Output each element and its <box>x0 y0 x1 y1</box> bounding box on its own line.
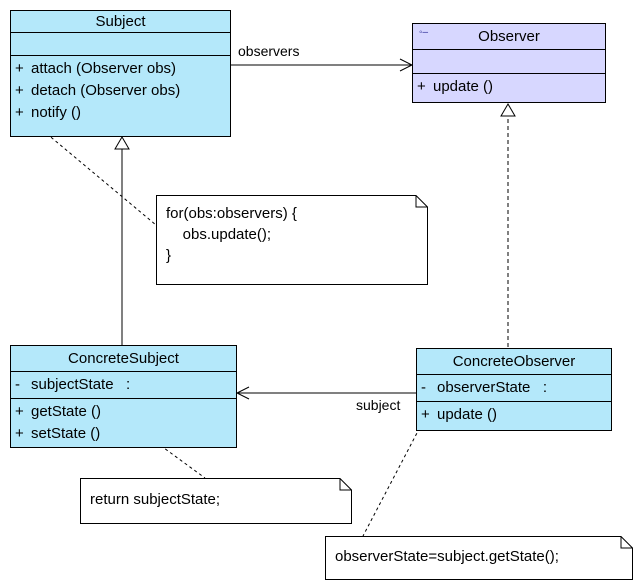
hollow-triangle-icon <box>114 136 130 150</box>
label-observers: observers <box>238 43 300 59</box>
note-anchor-update <box>362 411 429 537</box>
class-subject[interactable]: Subject +attach (Observer obs) +detach (… <box>10 10 231 137</box>
attributes-compartment <box>413 50 605 74</box>
method-row: +detach (Observer obs) <box>15 82 181 99</box>
methods-compartment: +update () <box>417 402 611 430</box>
note-notify: for(obs:observers) { obs.update(); } <box>156 195 428 285</box>
note-line: observerState=subject.getState(); <box>335 548 559 565</box>
methods-compartment: +update () <box>413 74 605 102</box>
note-line: for(obs:observers) { <box>166 205 297 222</box>
attributes-compartment <box>11 33 230 56</box>
method-row: +setState () <box>15 425 101 442</box>
attribute-row: -observerState : <box>421 379 548 396</box>
class-name: ConcreteSubject <box>11 346 236 372</box>
note-getstate: return subjectState; <box>80 478 352 524</box>
note-update: observerState=subject.getState(); <box>325 536 633 580</box>
attribute-row: -subjectState : <box>15 376 131 393</box>
class-concrete-observer[interactable]: ConcreteObserver -observerState : +updat… <box>416 348 612 431</box>
method-row: +attach (Observer obs) <box>15 60 177 77</box>
note-line: return subjectState; <box>90 491 221 508</box>
attributes-compartment: -subjectState : <box>11 372 236 399</box>
note-outline <box>80 478 352 524</box>
methods-compartment: +getState () +setState () <box>11 399 236 447</box>
hollow-triangle-icon <box>500 103 516 117</box>
attributes-compartment: -observerState : <box>417 375 611 402</box>
note-line: obs.update(); <box>166 226 272 243</box>
open-arrowhead-icon <box>235 386 250 400</box>
methods-compartment: +attach (Observer obs) +detach (Observer… <box>11 56 230 136</box>
method-row: +update () <box>421 406 498 423</box>
method-row: +notify () <box>15 104 82 121</box>
interface-icon: ◦– <box>419 27 429 38</box>
class-name: ConcreteObserver <box>417 349 611 375</box>
interface-observer[interactable]: ◦– Observer +update () <box>412 23 606 103</box>
note-line: } <box>166 247 172 264</box>
class-concrete-subject[interactable]: ConcreteSubject -subjectState : +getStat… <box>10 345 237 448</box>
method-row: +getState () <box>15 403 102 420</box>
class-name: Observer <box>413 24 605 50</box>
class-name: Subject <box>11 11 230 33</box>
label-subject: subject <box>356 397 401 413</box>
note-outline <box>156 195 428 285</box>
method-row: +update () <box>417 78 494 95</box>
note-outline <box>325 536 633 580</box>
note-anchor-notify <box>27 117 157 226</box>
